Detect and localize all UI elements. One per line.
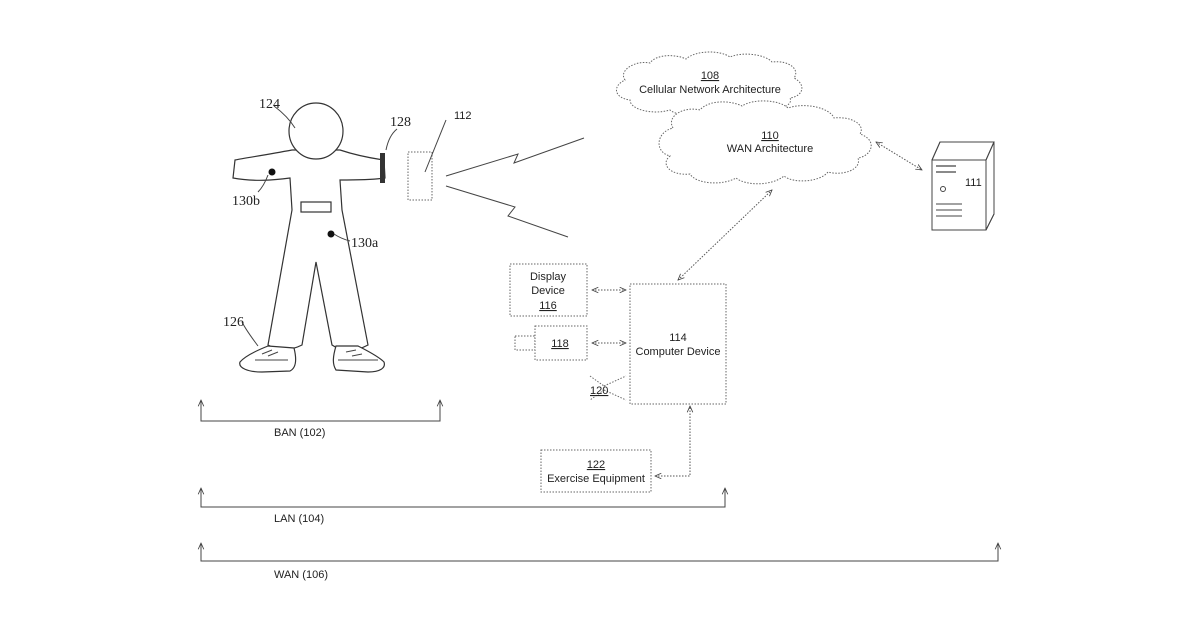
ban-label: BAN (102) <box>274 427 325 439</box>
label-130b: 130b <box>232 194 260 209</box>
sensor-130a <box>328 231 335 238</box>
wrist-band-icon <box>380 153 385 183</box>
speaker-120-icon: 120 <box>590 376 626 400</box>
chest-pocket <box>301 202 331 212</box>
lan-label: LAN (104) <box>274 513 324 525</box>
sensor-130b <box>269 169 276 176</box>
left-shoe-icon <box>240 346 296 372</box>
label-126: 126 <box>223 315 244 330</box>
wan-architecture-cloud: 110 WAN Architecture <box>659 101 871 184</box>
wan-label: WAN (106) <box>274 569 328 581</box>
computer-device-label: Computer Device <box>636 346 721 358</box>
label-116: 116 <box>539 300 557 312</box>
lan-range-bracket: LAN (104) <box>201 488 725 525</box>
mobile-device-112: 112 <box>408 110 472 200</box>
exercise-equipment-122: 122 Exercise Equipment <box>541 450 651 492</box>
wireless-signal-icon <box>446 186 568 237</box>
right-shoe-icon <box>333 346 384 372</box>
label-122: 122 <box>587 459 605 471</box>
cellular-network-label: Cellular Network Architecture <box>639 84 781 96</box>
wan-range-bracket: WAN (106) <box>201 543 998 581</box>
label-124: 124 <box>259 97 280 112</box>
exercise-equipment-label: Exercise Equipment <box>547 473 645 485</box>
server-icon: 111 <box>932 142 994 230</box>
display-device-116: Display Device 116 <box>510 264 587 316</box>
user-head <box>289 103 343 159</box>
label-130a: 130a <box>351 236 379 251</box>
label-110: 110 <box>761 130 779 142</box>
label-108: 108 <box>701 70 719 82</box>
wan-architecture-label: WAN Architecture <box>727 143 813 155</box>
computer-device-114: 114 Computer Device <box>630 284 726 404</box>
display-device-line1: Display <box>530 271 567 283</box>
label-112: 112 <box>454 110 472 122</box>
display-device-line2: Device <box>531 285 565 297</box>
label-120: 120 <box>590 385 608 397</box>
label-118: 118 <box>551 338 569 350</box>
label-114: 114 <box>669 332 687 344</box>
wireless-signal-icon <box>446 138 584 176</box>
label-128: 128 <box>390 115 411 130</box>
camera-118-icon: 118 <box>515 326 587 360</box>
user-figure: 124 128 130b 130a 126 <box>223 97 411 372</box>
label-111: 111 <box>965 177 982 189</box>
ban-range-bracket: BAN (102) <box>201 400 440 439</box>
